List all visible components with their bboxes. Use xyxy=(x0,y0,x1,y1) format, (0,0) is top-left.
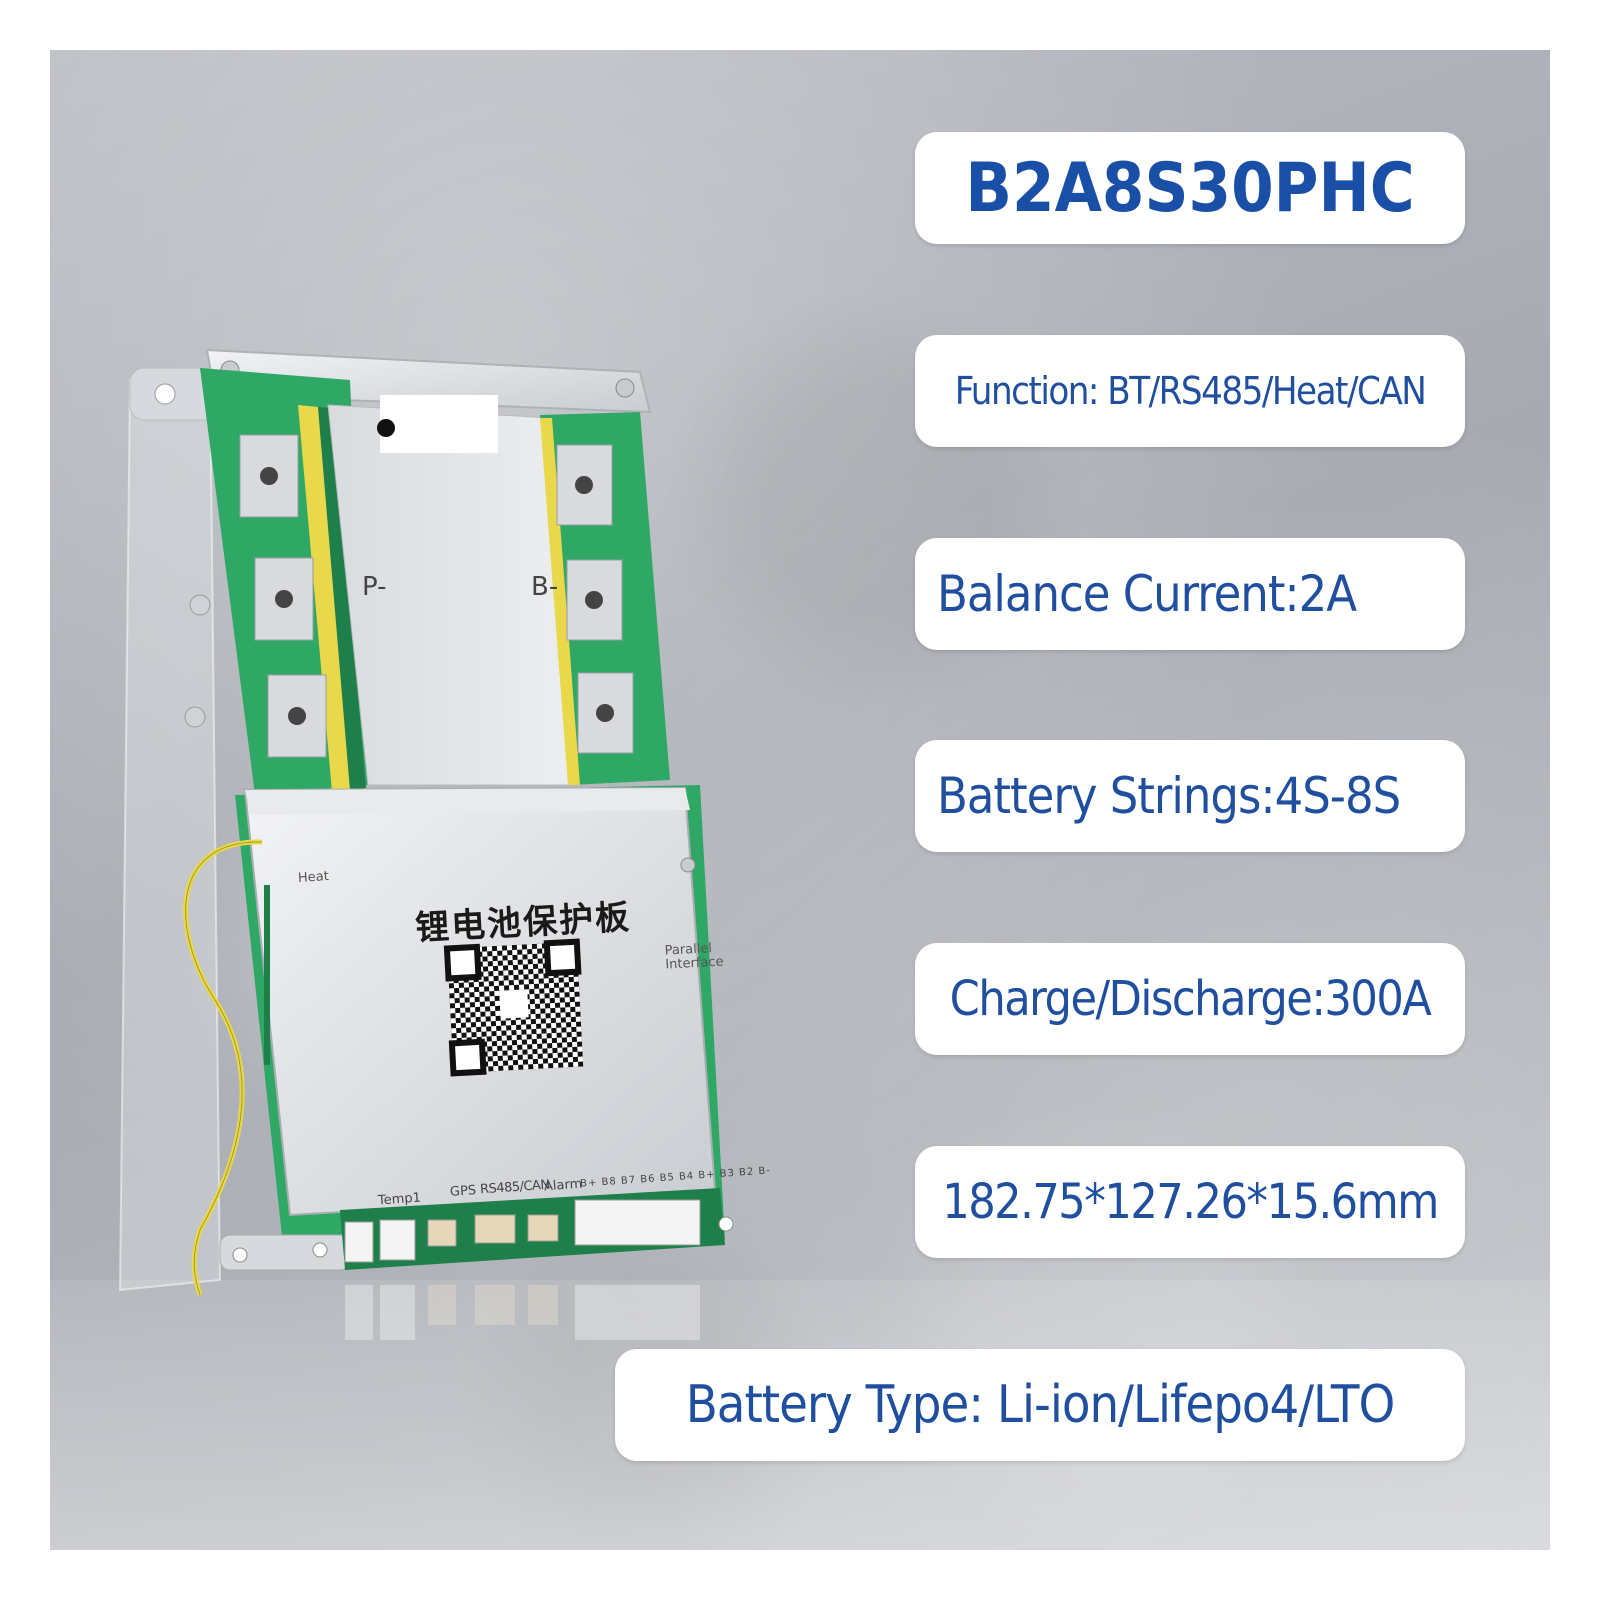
battery-type-text: Battery Type: Li-ion/Lifepo4/LTO xyxy=(685,1375,1396,1435)
battery-strings-spec: Battery Strings:4S-8S xyxy=(915,740,1465,852)
model-badge: B2A8S30PHC xyxy=(915,132,1465,244)
center-metal-plate xyxy=(327,395,576,786)
charge-discharge-spec: Charge/Discharge:300A xyxy=(915,943,1465,1055)
battery-type-spec: Battery Type: Li-ion/Lifepo4/LTO xyxy=(615,1349,1465,1461)
parallel-interface-label: Parallel Interface xyxy=(664,941,724,973)
function-text: Function: BT/RS485/Heat/CAN xyxy=(954,369,1427,413)
charge-discharge-text: Charge/Discharge:300A xyxy=(949,971,1432,1027)
battery-strings-text: Battery Strings:4S-8S xyxy=(937,767,1401,825)
gps-port-label: GPS xyxy=(449,1183,477,1200)
alarm-port-label: Alarm xyxy=(543,1176,583,1195)
balance-current-text: Balance Current:2A xyxy=(937,565,1357,623)
function-spec: Function: BT/RS485/Heat/CAN xyxy=(915,335,1465,447)
terminal-p-label: P- xyxy=(362,572,387,602)
terminal-b-label: B- xyxy=(531,572,559,602)
bms-board-drawing xyxy=(118,348,734,1340)
balance-current-spec: Balance Current:2A xyxy=(915,538,1465,650)
product-image-frame: P- B- Heat 锂电池保护板 Parallel Interface Tem… xyxy=(50,50,1550,1550)
model-text: B2A8S30PHC xyxy=(965,148,1415,228)
temp-port-label: Temp1 xyxy=(377,1190,422,1209)
connector-reflection xyxy=(345,1285,700,1340)
dimensions-text: 182.75*127.26*15.6mm xyxy=(942,1174,1439,1230)
qr-code xyxy=(443,938,584,1077)
left-pcb-strip xyxy=(200,368,368,795)
heat-label: Heat xyxy=(297,868,330,887)
connector-row xyxy=(312,1188,734,1270)
bms-board-illustration: P- B- Heat 锂电池保护板 Parallel Interface Tem… xyxy=(50,50,950,1550)
dimensions-spec: 182.75*127.26*15.6mm xyxy=(915,1146,1465,1258)
right-pcb-strip xyxy=(540,412,670,785)
heat-wire-edge xyxy=(185,841,263,1296)
